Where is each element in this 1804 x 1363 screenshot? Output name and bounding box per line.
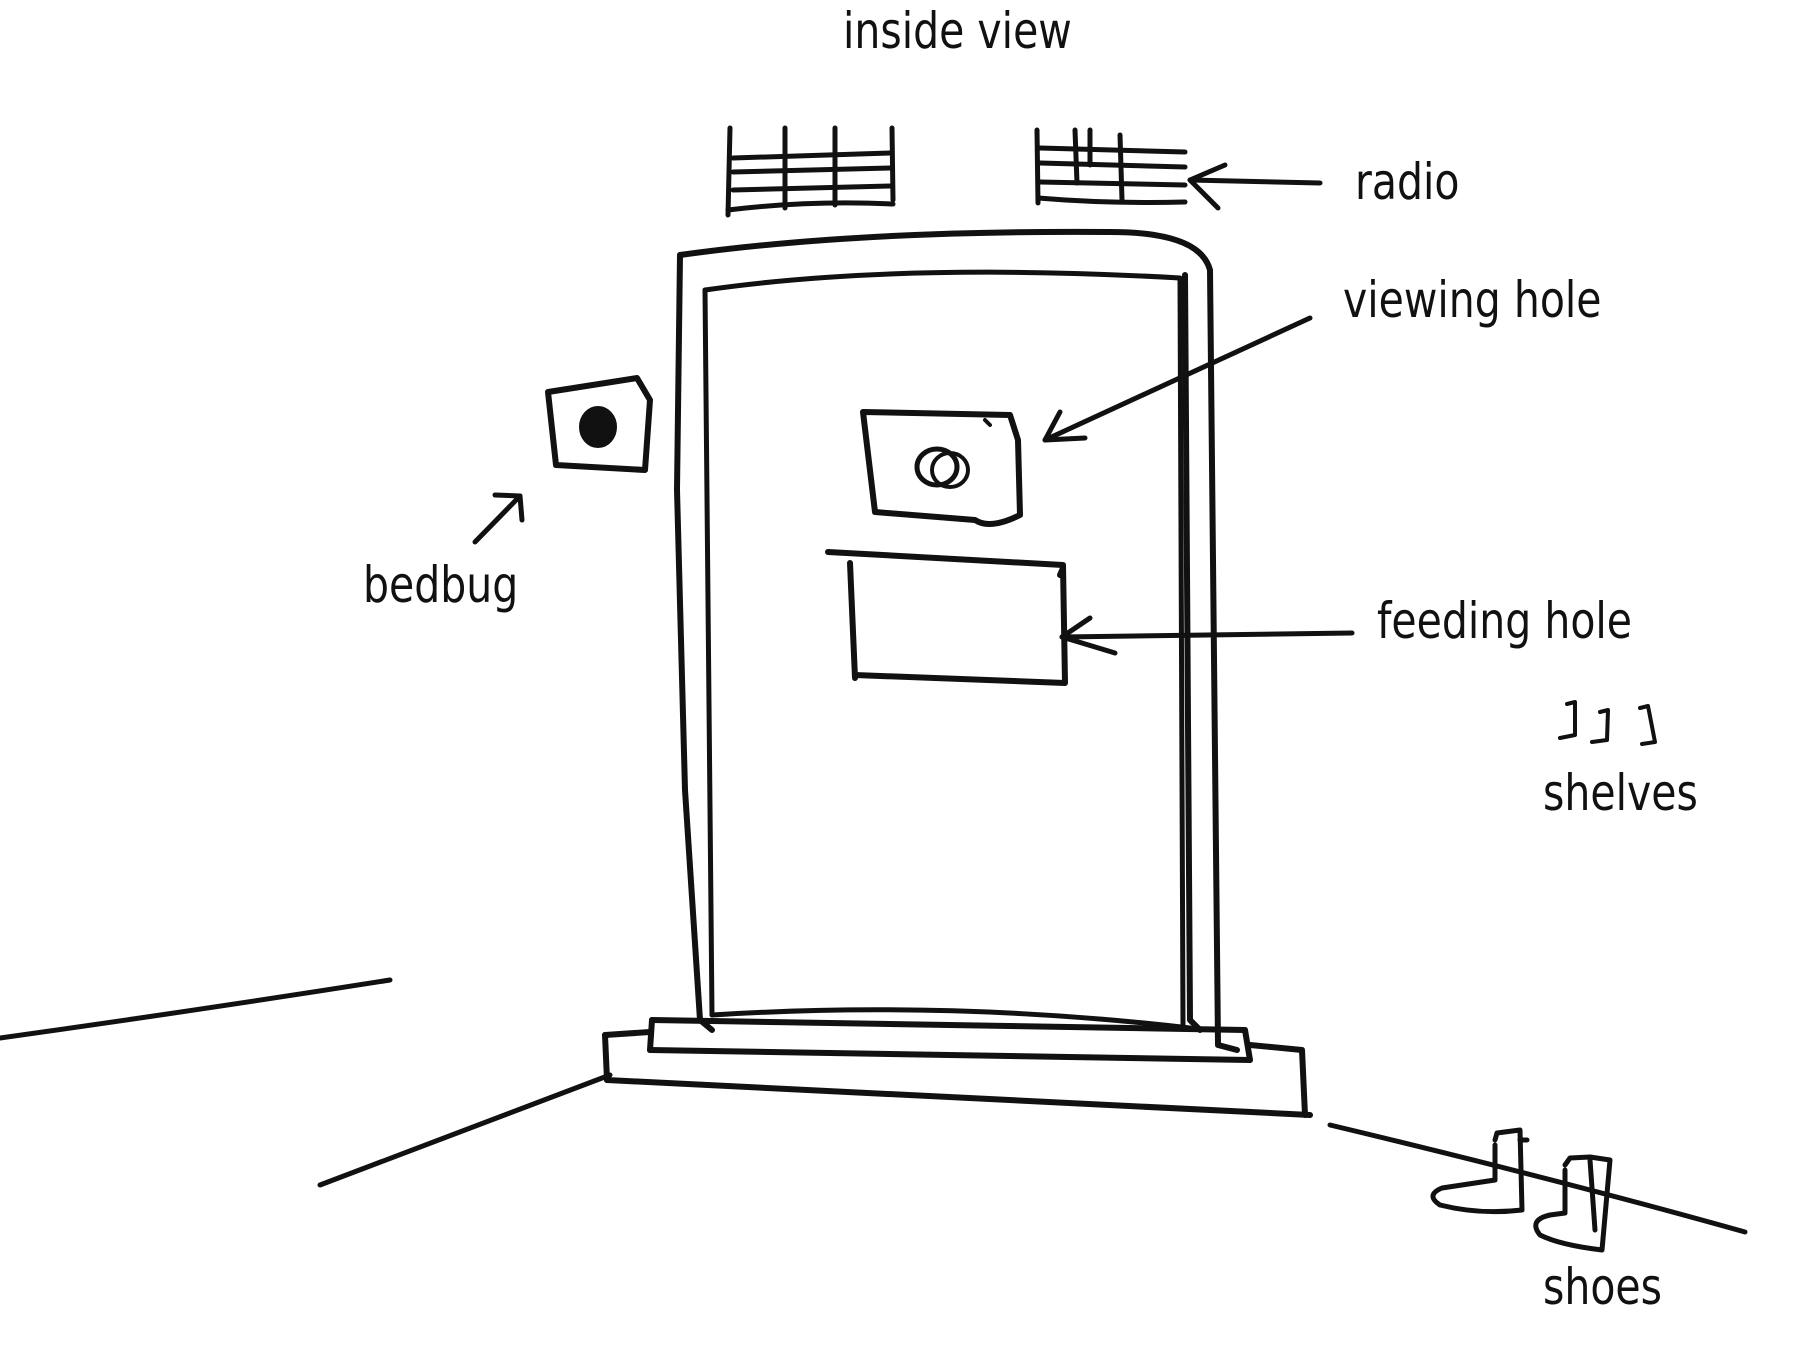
diagram-title: inside view [843, 2, 1072, 60]
feeding-hole-icon [825, 549, 1068, 686]
shelves-icon [1558, 700, 1657, 746]
room-corner-lines [0, 977, 1748, 1235]
bedbug-arrow [472, 492, 525, 545]
shoes-icon [1430, 1127, 1613, 1253]
radio-speaker-left-icon [725, 125, 896, 218]
feeding-hole-arrow [1059, 615, 1355, 656]
door-frame [674, 228, 1240, 1053]
radio-arrow [1187, 162, 1323, 211]
viewing-hole-arrow [1042, 315, 1313, 443]
label-shelves: shelves [1543, 764, 1698, 822]
label-shoes: shoes [1543, 1258, 1663, 1316]
viewing-hole-icon [860, 409, 1023, 527]
label-radio: radio [1355, 153, 1460, 211]
label-viewing-hole: viewing hole [1343, 271, 1602, 329]
radio-speaker-right-icon [1034, 127, 1188, 206]
bedbug-icon [545, 375, 653, 473]
label-feeding-hole: feeding hole [1377, 592, 1633, 650]
door-leaf [702, 269, 1193, 1031]
door-threshold [602, 1017, 1313, 1118]
label-bedbug: bedbug [363, 556, 519, 614]
